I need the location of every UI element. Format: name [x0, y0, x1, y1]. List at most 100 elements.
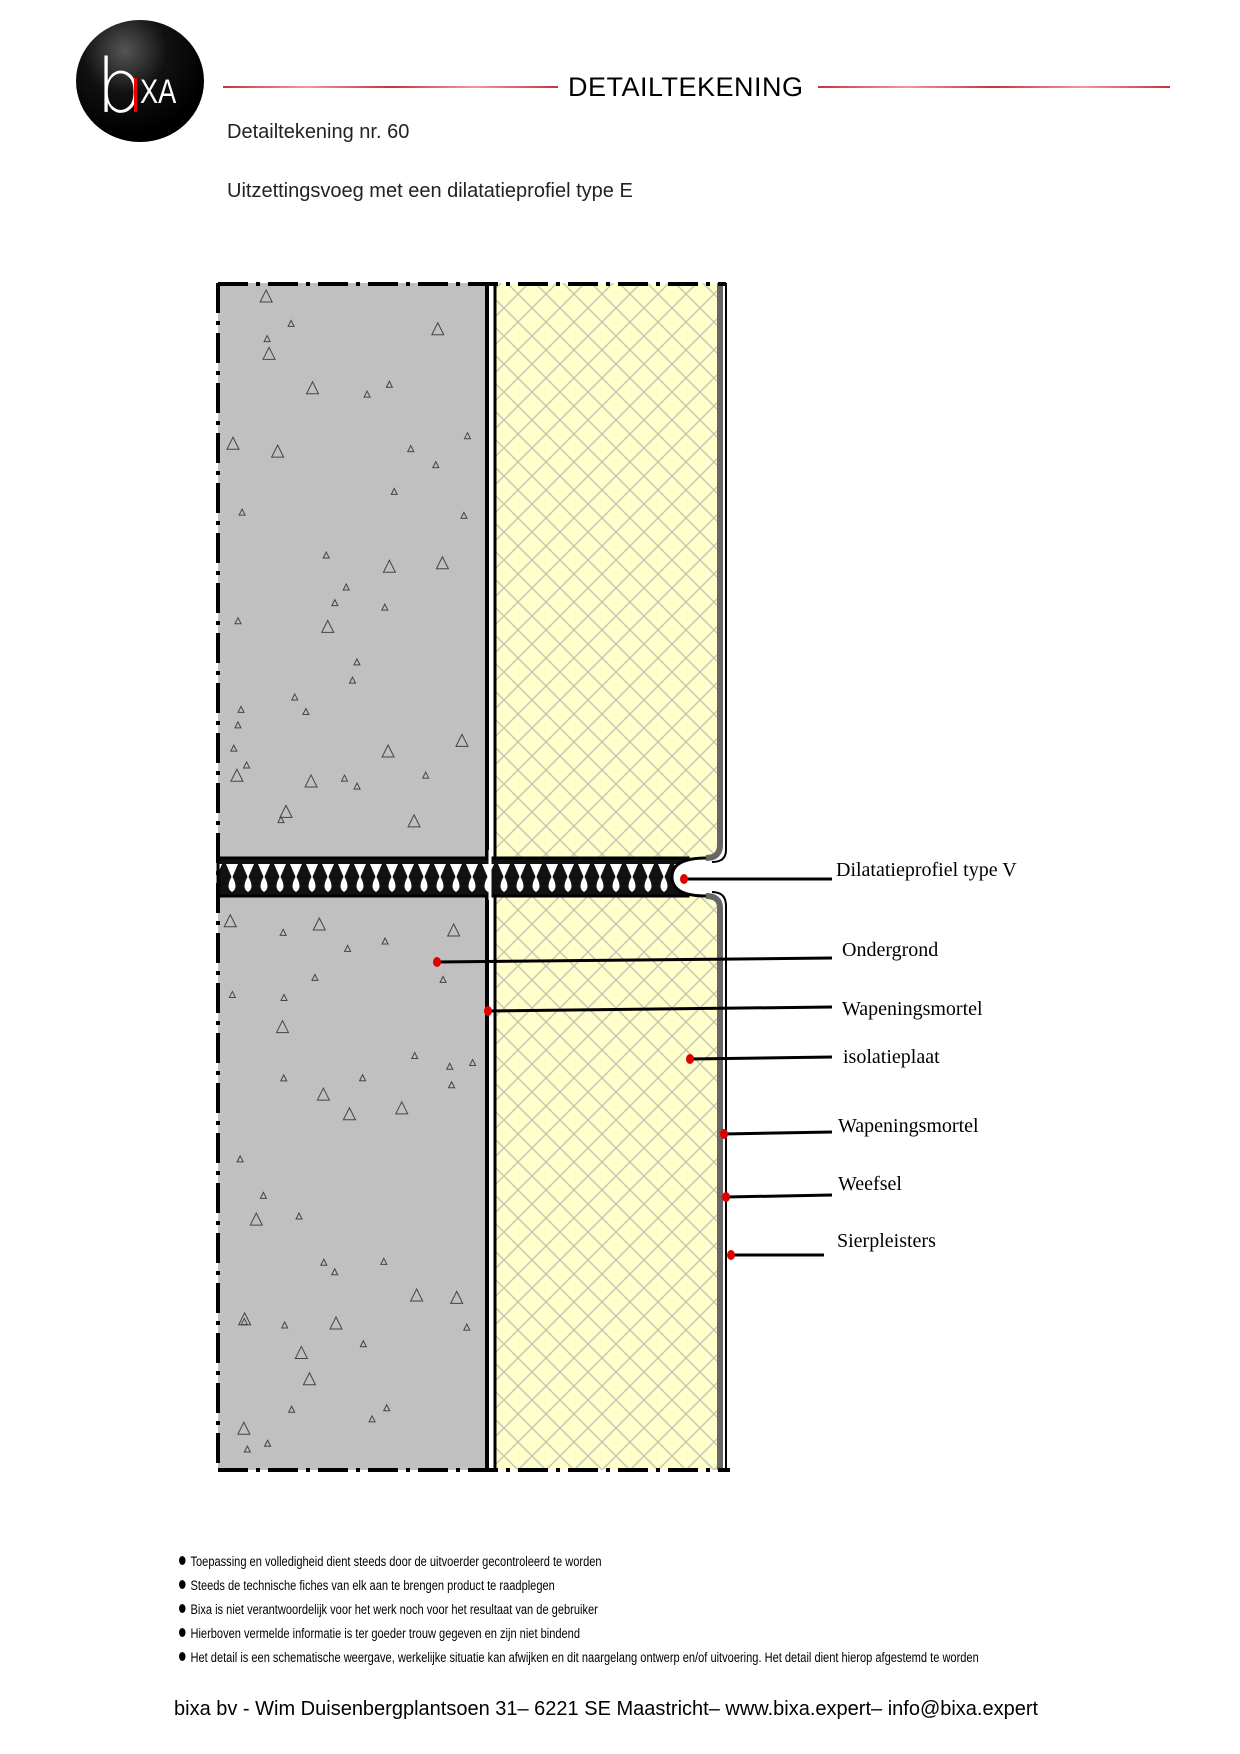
header-rule-left: [223, 86, 558, 88]
aggregate-mark: [330, 1267, 339, 1276]
aggregate-mark: [363, 389, 371, 398]
aggregate-mark: [460, 511, 468, 519]
aggregate-mark: [240, 1317, 249, 1325]
aggregate-mark: [385, 380, 394, 388]
aggregate-mark: [359, 1339, 368, 1348]
aggregate-mark: [409, 1287, 424, 1302]
aggregate-mark: [223, 913, 238, 928]
render-layer-lower: [705, 893, 723, 1470]
aggregate-mark: [446, 922, 461, 937]
aggregate-mark: [236, 1154, 244, 1163]
aggregate-mark: [342, 1106, 357, 1121]
note-item: Het detail is een schematische weergave,…: [179, 1650, 979, 1665]
insulation-board-lower: [496, 896, 718, 1470]
aggregate-mark: [380, 603, 389, 611]
leader-line: [725, 1193, 833, 1199]
label-mesh: Weefsel: [838, 1173, 902, 1195]
leader-line: [436, 956, 833, 964]
bullet-icon: [179, 1604, 186, 1613]
aggregate-mark: [343, 944, 352, 952]
bullet-icon: [179, 1580, 186, 1589]
aggregate-mark: [311, 973, 319, 981]
aggregate-mark: [368, 1414, 376, 1423]
expansion-joint-filler: [218, 858, 688, 896]
aggregate-mark: [320, 1258, 328, 1266]
aggregate-mark: [280, 1320, 289, 1329]
bullet-icon: [179, 1628, 186, 1637]
aggregate-mark: [243, 1444, 252, 1453]
aggregate-mark: [263, 334, 271, 343]
note-item: Toepassing en volledigheid dient steeds …: [179, 1554, 602, 1569]
aggregate-mark: [279, 928, 287, 936]
aggregate-mark: [312, 916, 327, 931]
leader-marker: [484, 1006, 492, 1016]
leader-line: [487, 1005, 833, 1013]
dilatation-profile: [670, 856, 707, 898]
aggregate-mark: [302, 707, 310, 715]
aggregate-mark: [340, 773, 349, 782]
note-item: Steeds de technische fiches van elk aan …: [179, 1578, 555, 1593]
aggregate-mark: [305, 380, 320, 395]
aggregate-mark: [468, 1058, 477, 1067]
aggregate-mark: [358, 1073, 367, 1082]
aggregate-mark: [262, 346, 276, 360]
aggregate-mark: [237, 1421, 251, 1435]
aggregate-mark: [353, 781, 361, 790]
aggregate-mark: [390, 487, 399, 495]
footer-address: bixa bv - Wim Duisenbergplantsoen 31– 62…: [174, 1698, 1039, 1720]
aggregate-mark: [249, 1211, 264, 1226]
aggregate-mark: [439, 975, 447, 983]
label-insulation-board: isolatieplaat: [843, 1046, 940, 1068]
drawing-number: Detailtekening nr. 60: [227, 121, 410, 143]
aggregate-mark: [394, 1100, 409, 1115]
aggregate-mark: [406, 444, 415, 453]
aggregate-mark: [381, 936, 389, 945]
aggregate-mark: [234, 616, 242, 625]
leader-line: [723, 1130, 833, 1136]
leader-marker: [680, 874, 688, 884]
aggregate-mark: [287, 319, 295, 327]
aggregate-mark: [259, 1191, 268, 1199]
aggregate-mark: [237, 705, 245, 713]
drawing-subtitle: Uitzettingsvoeg met een dilatatieprofiel…: [227, 180, 633, 202]
leader-marker: [727, 1250, 735, 1260]
label-dilatation-profile: Dilatatieprofiel type V: [836, 859, 1017, 881]
aggregate-mark: [449, 1290, 464, 1304]
aggregate-mark: [407, 813, 421, 828]
aggregate-mark: [302, 1371, 317, 1386]
aggregate-mark: [259, 288, 273, 303]
note-item: Bixa is niet verantwoordelijk voor het w…: [179, 1602, 598, 1617]
aggregate-mark: [353, 657, 361, 666]
aggregate-mark: [462, 1323, 471, 1331]
aggregate-mark: [277, 815, 285, 824]
aggregate-mark: [379, 1257, 388, 1265]
label-reinforcing-mortar-1: Wapeningsmortel: [842, 998, 983, 1020]
aggregate-mark: [410, 1051, 419, 1060]
concrete-substrate-lower: [218, 896, 487, 1470]
aggregate-mark: [230, 768, 244, 782]
aggregate-mark: [228, 990, 237, 998]
aggregate-mark: [287, 1405, 296, 1413]
leader-lines: [433, 874, 833, 1260]
render-layer-upper: [705, 283, 723, 861]
page-title: DETAILTEKENING: [568, 72, 804, 102]
concrete-substrate-upper: [218, 283, 487, 858]
aggregate-mark: [342, 582, 351, 591]
aggregate-mark: [320, 619, 335, 633]
aggregate-mark: [463, 431, 472, 440]
aggregate-mark: [382, 559, 397, 573]
aggregate-mark: [316, 1086, 331, 1101]
aggregate-mark: [270, 444, 285, 458]
aggregate-mark: [226, 436, 240, 450]
leader-marker: [722, 1192, 730, 1202]
aggregate-mark: [435, 555, 450, 570]
insulation-board-upper: [496, 283, 718, 858]
label-substrate: Ondergrond: [842, 939, 939, 961]
concrete-aggregate-marks: [223, 288, 477, 1453]
aggregate-mark: [234, 720, 242, 729]
aggregate-mark: [455, 733, 469, 747]
aggregate-mark: [280, 993, 288, 1001]
note-item: Hierboven vermelde informatie is ter goe…: [179, 1626, 580, 1641]
